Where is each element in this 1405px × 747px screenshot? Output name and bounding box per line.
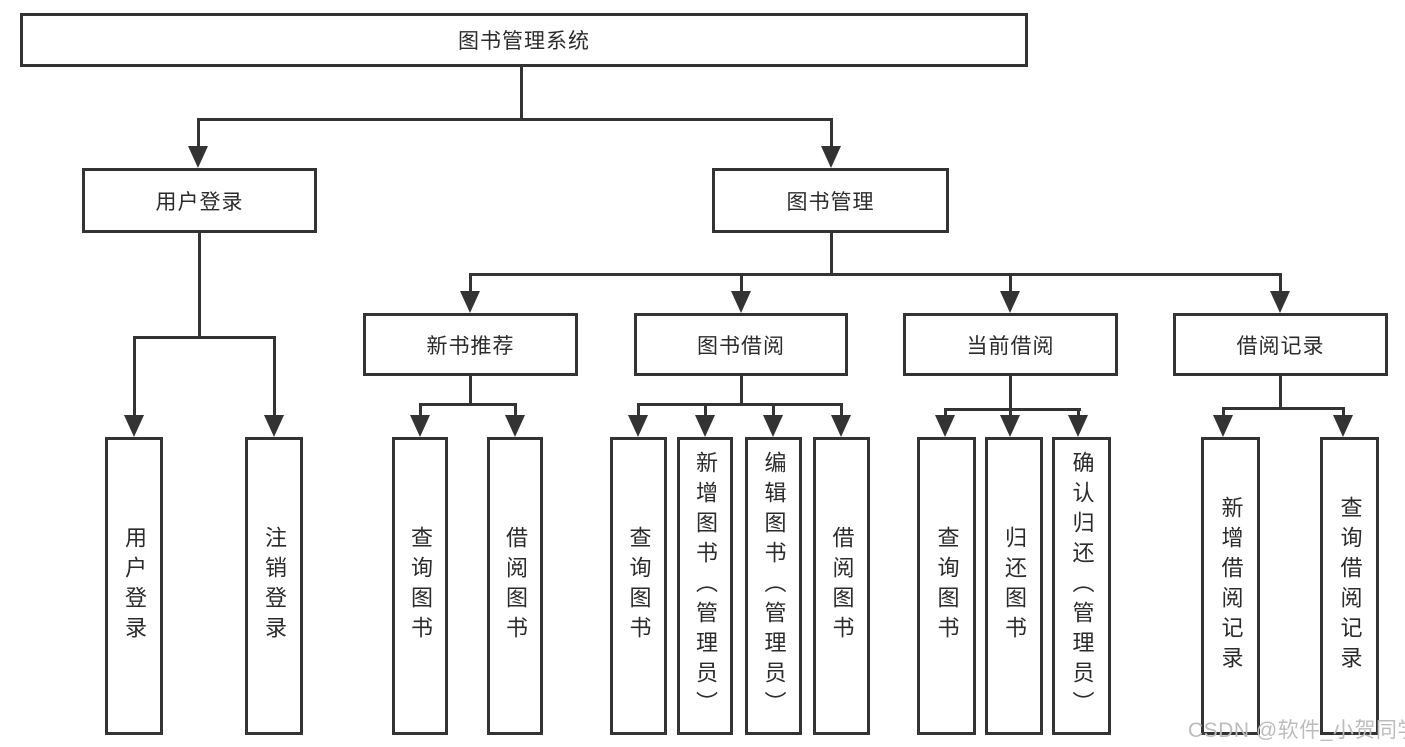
- node-label: 用户登录: [122, 526, 147, 646]
- connector-drop: [772, 403, 775, 419]
- node-label: 确认归还（管理员）: [1069, 451, 1095, 721]
- node-book-borrow: 图书借阅: [634, 313, 848, 376]
- node-label: 查询图书: [626, 526, 652, 646]
- node-label: 归还图书: [1002, 526, 1027, 646]
- connector-drop: [197, 118, 200, 150]
- arrow-down-icon: [831, 415, 851, 437]
- arrow-down-icon: [1213, 415, 1233, 437]
- connector-bar-level1: [198, 118, 833, 121]
- node-label: 编辑图书（管理员）: [761, 451, 787, 721]
- node-leaf-bb-query-books: 查询图书: [610, 437, 667, 735]
- arrow-down-icon: [264, 415, 284, 437]
- node-leaf-br-add-record: 新增借阅记录: [1201, 437, 1260, 735]
- connector-drop: [740, 273, 743, 295]
- arrow-down-icon: [1270, 291, 1290, 313]
- connector-stem-root: [520, 67, 523, 120]
- arrow-down-icon: [763, 415, 783, 437]
- connector-drop: [830, 118, 833, 150]
- node-label: 借阅图书: [829, 526, 855, 646]
- arrow-down-icon: [460, 291, 480, 313]
- arrow-down-icon: [628, 415, 648, 437]
- node-label: 用户登录: [155, 190, 244, 214]
- arrow-down-icon: [505, 415, 525, 437]
- arrow-down-icon: [1000, 415, 1020, 437]
- node-leaf-user-login: 用户登录: [105, 437, 163, 735]
- connector-bar-book-mgmt: [469, 273, 1282, 276]
- node-label: 注销登录: [262, 526, 287, 646]
- node-book-mgmt: 图书管理: [712, 168, 949, 233]
- node-leaf-cb-confirm-return: 确认归还（管理员）: [1052, 437, 1111, 735]
- node-label: 借阅记录: [1236, 334, 1325, 358]
- connector-stem-book-borrow: [740, 376, 743, 405]
- node-label: 新书推荐: [426, 334, 515, 358]
- node-leaf-bb-borrow-books: 借阅图书: [813, 437, 870, 735]
- node-label: 新增借阅记录: [1218, 496, 1244, 676]
- node-leaf-logout: 注销登录: [245, 437, 303, 735]
- node-label: 查询借阅记录: [1337, 496, 1363, 676]
- connector-drop: [1009, 408, 1012, 419]
- connector-drop: [1009, 273, 1012, 295]
- connector-stem-user-login: [198, 233, 201, 338]
- connector-bar-user-login: [133, 336, 276, 339]
- connector-bar-new-book-rec: [419, 403, 517, 406]
- connector-stem-book-mgmt: [830, 233, 833, 275]
- connector-drop: [419, 403, 422, 419]
- connector-drop: [637, 403, 640, 419]
- connector-drop: [1077, 408, 1080, 419]
- node-label: 图书管理系统: [458, 30, 590, 53]
- node-leaf-bb-add-books: 新增图书（管理员）: [677, 437, 733, 735]
- node-current-borrow: 当前借阅: [903, 313, 1118, 376]
- node-leaf-cb-return-books: 归还图书: [985, 437, 1043, 735]
- arrow-down-icon: [695, 415, 715, 437]
- node-user-login: 用户登录: [82, 168, 317, 233]
- arrow-down-icon: [188, 146, 208, 168]
- node-label: 新增图书（管理员）: [693, 451, 718, 721]
- arrow-down-icon: [1000, 291, 1020, 313]
- arrow-down-icon: [935, 415, 955, 437]
- connector-bar-current-borrow: [944, 408, 1081, 411]
- node-new-book-rec: 新书推荐: [363, 313, 578, 376]
- connector-drop: [1222, 407, 1225, 419]
- arrow-down-icon: [1068, 415, 1088, 437]
- connector-stem-new-book-rec: [469, 376, 472, 405]
- connector-drop: [1342, 407, 1345, 419]
- connector-drop: [1279, 273, 1282, 295]
- connector-drop: [944, 408, 947, 419]
- watermark: CSDN @软件_小贺同学: [1188, 719, 1405, 742]
- node-leaf-rec-borrow-books: 借阅图书: [487, 437, 543, 735]
- node-leaf-cb-query-books: 查询图书: [917, 437, 976, 735]
- connector-drop: [273, 336, 276, 419]
- node-label: 图书借阅: [697, 334, 785, 358]
- arrow-down-icon: [124, 415, 144, 437]
- node-leaf-rec-query-books: 查询图书: [392, 437, 448, 735]
- node-label: 查询图书: [408, 526, 433, 646]
- connector-drop: [133, 336, 136, 419]
- node-leaf-br-query-record: 查询借阅记录: [1320, 437, 1379, 735]
- node-label: 借阅图书: [503, 526, 528, 646]
- connector-drop: [514, 403, 517, 419]
- arrow-down-icon: [1333, 415, 1353, 437]
- node-leaf-bb-edit-books: 编辑图书（管理员）: [745, 437, 802, 735]
- connector-drop: [840, 403, 843, 419]
- arrow-down-icon: [731, 291, 751, 313]
- connector-stem-current-borrow: [1009, 376, 1012, 410]
- connector-bar-book-borrow: [637, 403, 843, 406]
- arrow-down-icon: [821, 146, 841, 168]
- node-label: 当前借阅: [966, 334, 1055, 358]
- arrow-down-icon: [410, 415, 430, 437]
- connector-drop: [704, 403, 707, 419]
- node-root: 图书管理系统: [20, 13, 1028, 67]
- node-label: 图书管理: [786, 190, 875, 214]
- connector-bar-borrow-records: [1222, 407, 1345, 410]
- node-borrow-records: 借阅记录: [1173, 313, 1388, 376]
- node-label: 查询图书: [934, 526, 960, 646]
- connector-stem-borrow-records: [1279, 376, 1282, 409]
- connector-drop: [469, 273, 472, 295]
